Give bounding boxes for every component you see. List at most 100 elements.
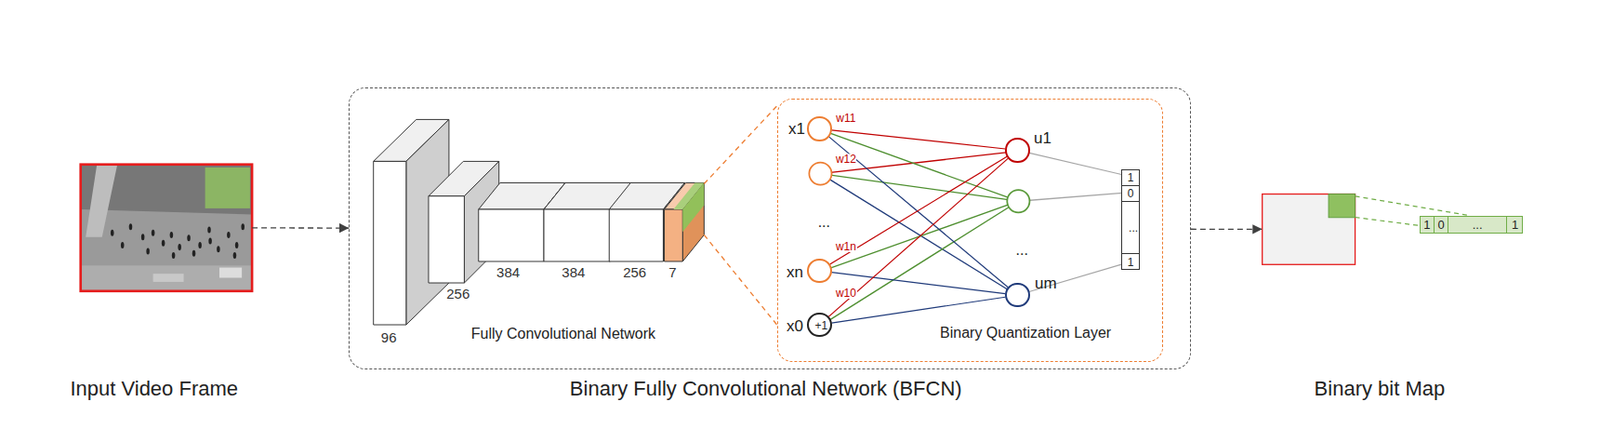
- vector-cell: 0: [1122, 185, 1139, 202]
- illustration-group: [80, 104, 1356, 327]
- video-scene: [85, 164, 118, 238]
- video-scene: [129, 223, 133, 230]
- video-scene: [151, 229, 156, 237]
- neuron-links: [819, 129, 1019, 201]
- bit-map-picture: [1328, 194, 1356, 218]
- video-scene: [207, 225, 212, 233]
- output-neuron: u1: [1004, 137, 1030, 162]
- channel-count: 96: [381, 330, 397, 346]
- conv-blocks: [608, 209, 663, 262]
- connector: [828, 136, 1008, 288]
- video-frame: Input Video Frame: [80, 164, 252, 291]
- connector: [1029, 264, 1122, 291]
- vector-cell: 1: [1122, 252, 1139, 271]
- bit-value: 0: [1438, 218, 1445, 231]
- video-scene: [226, 231, 231, 239]
- node-label: Binary bit Map: [1314, 377, 1446, 400]
- bit-code: 10...1: [1419, 215, 1523, 235]
- node-label: x0: [786, 317, 804, 336]
- video-scene: [171, 251, 176, 259]
- bit-value: 1: [1127, 256, 1135, 268]
- connector: [831, 296, 1005, 323]
- video-scene: [208, 238, 212, 245]
- bit-value: 1: [1511, 218, 1519, 231]
- neuron-links: [1018, 192, 1123, 201]
- video-scene: [145, 247, 150, 254]
- video-scene: [216, 245, 221, 252]
- channel-count: 256: [446, 286, 470, 303]
- ellipsis: ...: [1016, 244, 1022, 256]
- conv-blocks: [543, 209, 610, 262]
- video-scene: [186, 234, 191, 241]
- channel-count: 7: [668, 264, 676, 281]
- neuron-circles: [808, 162, 832, 186]
- node-label: Input Video Frame: [69, 377, 239, 400]
- video-scene: [219, 267, 242, 278]
- input-neuron: xn: [806, 258, 832, 283]
- node-label: x1: [788, 120, 806, 139]
- connector: [832, 130, 1006, 149]
- zoom-leader: [703, 104, 779, 185]
- video-scene: [80, 164, 252, 291]
- vector-cell: 0: [1433, 216, 1448, 234]
- weight-label: w1n: [834, 240, 858, 252]
- neuron-links: [819, 129, 1123, 326]
- channel-count: 384: [496, 264, 520, 281]
- neuron-circles: [1006, 189, 1030, 212]
- neuron-links: [819, 173, 1019, 202]
- video-scene: [198, 241, 202, 249]
- vector-cell: 1: [1420, 216, 1434, 234]
- zoom-leader: [703, 234, 779, 327]
- ellipsis: ...: [818, 216, 824, 228]
- conv-blocks: [478, 209, 544, 262]
- bit-value: 1: [1423, 218, 1430, 231]
- node-label: xn: [786, 264, 804, 282]
- video-scene: [233, 251, 238, 259]
- channel-count: 256: [622, 264, 647, 281]
- video-scene: [80, 164, 252, 291]
- video-scene: [141, 233, 146, 240]
- bias-neuron: x0+1: [806, 312, 832, 337]
- conv-blocks: [373, 119, 705, 325]
- bit-value: ...: [1128, 222, 1133, 234]
- video-scene: [177, 243, 182, 251]
- vector-cell: ...: [1122, 200, 1139, 253]
- video-scene: [80, 164, 252, 291]
- node-label: Binary Quantization Layer: [939, 324, 1111, 342]
- neuron-links: [819, 150, 1019, 173]
- node-label: u1: [1033, 130, 1052, 148]
- neuron-links: [819, 173, 1019, 297]
- video-scene: [80, 264, 252, 291]
- bit-value: ...: [1472, 218, 1483, 231]
- conv-blocks: [682, 182, 704, 232]
- video-scene: [240, 223, 245, 230]
- connector: [1190, 228, 1263, 230]
- quantization-layer: Binary Quantization Layer x1 xn x0+1 u1 um 1 0.…: [777, 98, 1164, 362]
- connector: [251, 226, 349, 228]
- conv-blocks: [428, 196, 464, 283]
- weight-label: w11: [834, 112, 857, 124]
- output-neuron: um: [1004, 282, 1030, 307]
- binary-code-vector: 1 0... 1: [1121, 169, 1140, 270]
- bit-map: Binary bit Map: [1262, 194, 1356, 265]
- input-neuron: x1: [806, 116, 832, 141]
- bit-map-picture: [1262, 194, 1356, 265]
- weight-label: w12: [835, 154, 857, 167]
- video-scene: [235, 241, 239, 249]
- vector-cell: 1: [1122, 170, 1139, 185]
- weight-label: w10: [834, 287, 858, 299]
- channel-count: 384: [561, 264, 585, 281]
- neuron-links: [819, 200, 1019, 326]
- video-scene: [120, 241, 125, 249]
- section-label: Fully Convolutional Network: [471, 325, 656, 343]
- bit-value: 0: [1127, 187, 1135, 199]
- video-scene: [205, 167, 251, 209]
- bit-map-picture: [1262, 194, 1356, 265]
- node-label: Binary Fully Convolutional Network (BFCN…: [569, 377, 963, 400]
- vector-cell: 1: [1506, 216, 1524, 234]
- video-scene: [192, 250, 197, 257]
- video-scene: [161, 239, 166, 247]
- connector: [1029, 152, 1122, 174]
